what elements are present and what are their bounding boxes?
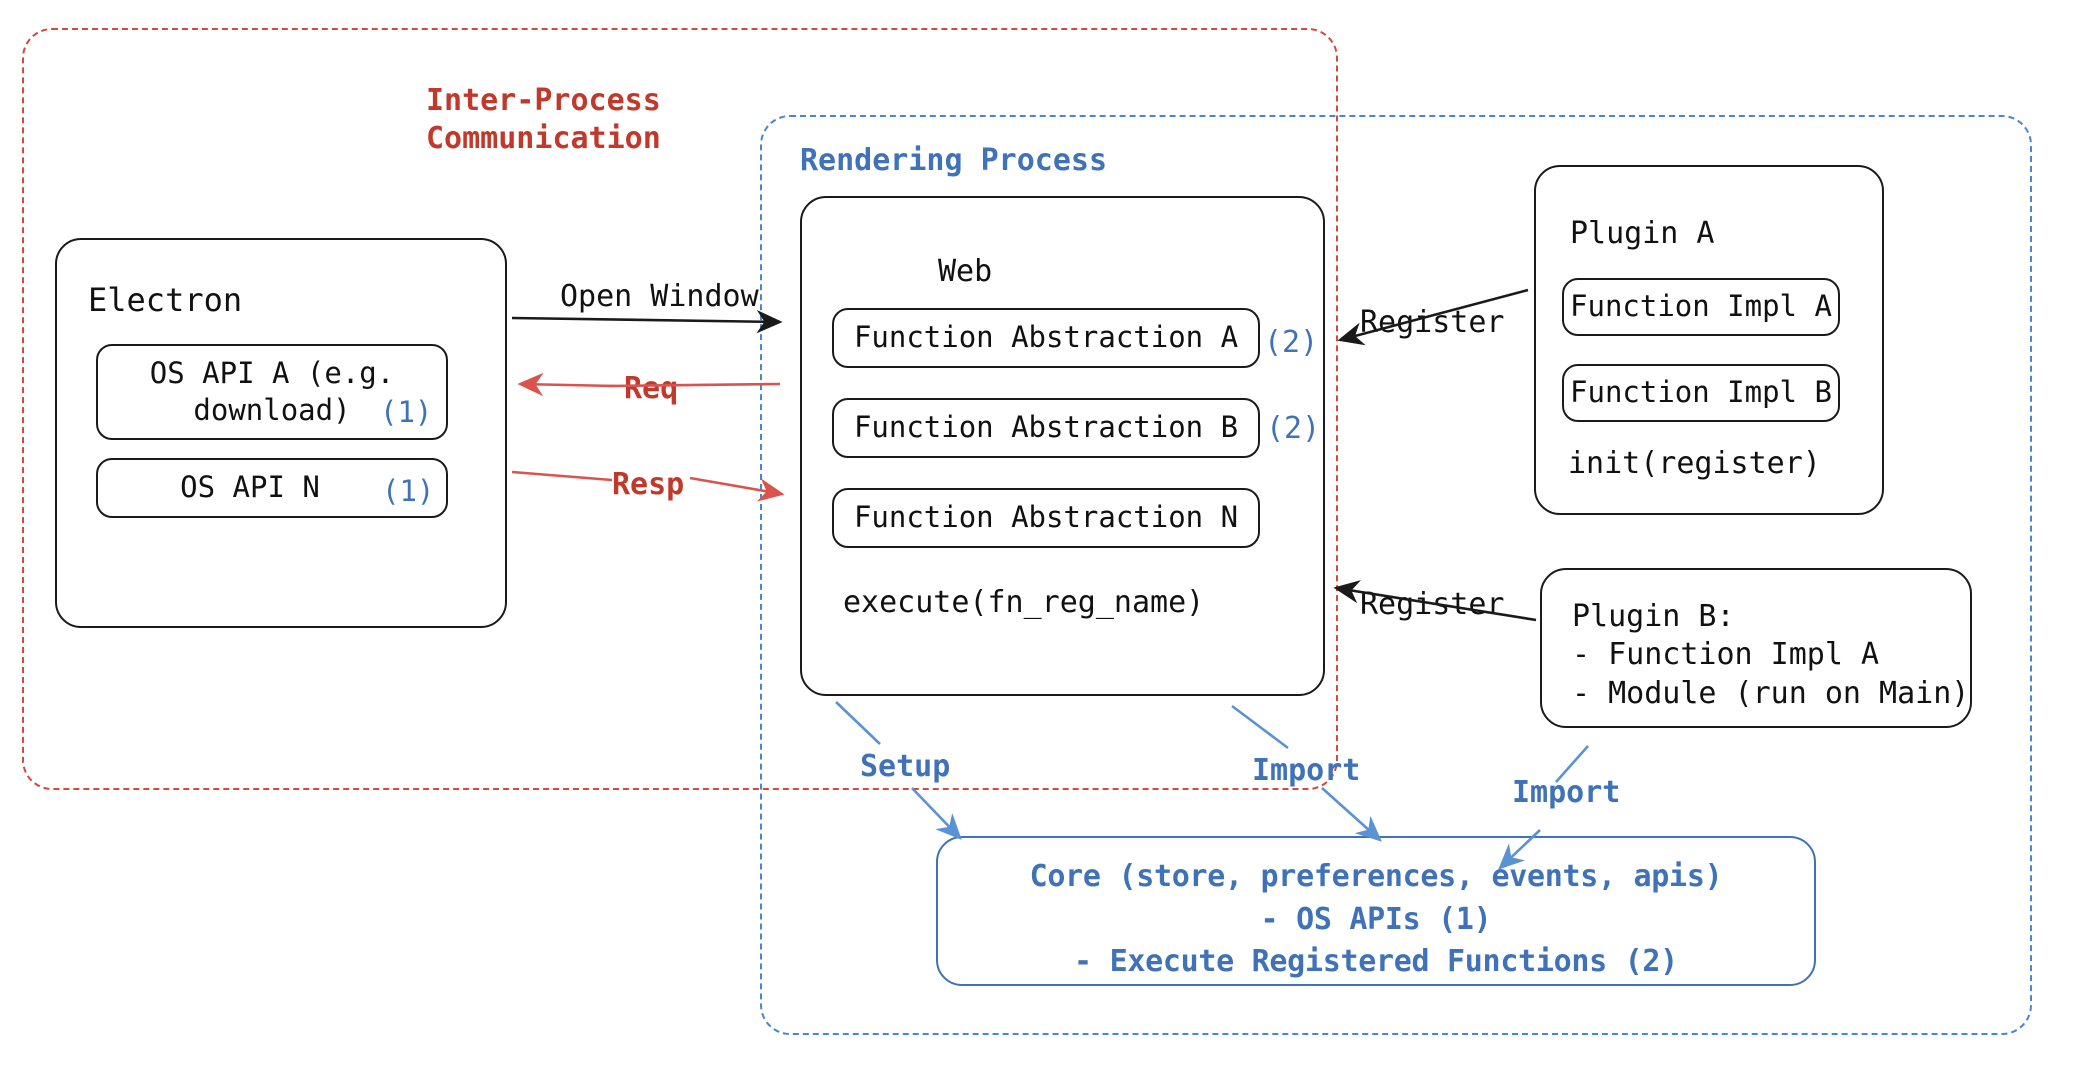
- rendering-process-region-label: Rendering Process: [800, 143, 1108, 178]
- plugin-a-function-impl-a-label: Function Impl A: [1570, 289, 1832, 324]
- arrow-label-import-web: Import: [1252, 753, 1361, 788]
- ipc-label-line1: Inter-Process: [426, 83, 661, 118]
- web-execute-label: execute(fn_reg_name): [843, 585, 1205, 620]
- os-api-a-label: OS API A (e.g. download): [149, 355, 395, 427]
- arrow-label-setup: Setup: [860, 749, 951, 784]
- os-api-n-label: OS API N: [180, 470, 320, 505]
- plugin-a-function-impl-b-label: Function Impl B: [1570, 375, 1832, 410]
- core-line-1: Core (store, preferences, events, apis): [1029, 859, 1723, 894]
- region-inter-process-communication: [22, 28, 1338, 790]
- core-box: [936, 836, 1816, 986]
- arrow-label-open-window: Open Window: [560, 279, 759, 314]
- plugin-a-init-label: init(register): [1568, 446, 1821, 481]
- core-line-2: - OS APIs (1): [1260, 901, 1492, 937]
- os-api-n-marker: (1): [382, 474, 435, 508]
- plugin-a-title: Plugin A: [1570, 216, 1715, 251]
- function-abstraction-n-label: Function Abstraction N: [853, 500, 1239, 535]
- region-rendering-process: [760, 115, 2032, 1035]
- arrow-label-req: Req: [624, 371, 679, 406]
- plugin-b-line-1: - Function Impl A: [1572, 637, 1880, 673]
- core-line-3: - Execute Registered Functions (2): [1074, 944, 1678, 980]
- function-abstraction-a-marker: (2): [1264, 325, 1319, 360]
- core-text: Core (store, preferences, events, apis) -…: [936, 856, 1816, 984]
- function-abstraction-n-box[interactable]: Function Abstraction N: [832, 488, 1260, 548]
- plugin-a-box: [1534, 165, 1884, 515]
- plugin-a-function-impl-a-box[interactable]: Function Impl A: [1562, 278, 1840, 336]
- web-title: Web: [938, 254, 993, 289]
- plugin-b-box: [1540, 568, 1972, 728]
- os-api-n-box[interactable]: OS API N: [96, 458, 448, 518]
- plugin-b-line-2: - Module (run on Main): [1572, 675, 1970, 711]
- function-abstraction-b-box[interactable]: Function Abstraction B: [832, 398, 1260, 458]
- arrow-label-resp: Resp: [612, 467, 685, 502]
- function-abstraction-a-box[interactable]: Function Abstraction A: [832, 308, 1260, 368]
- plugin-b-title: Plugin B:: [1572, 599, 1735, 634]
- function-abstraction-a-label: Function Abstraction A: [853, 320, 1239, 355]
- os-api-a-marker: (1): [380, 395, 433, 429]
- electron-title: Electron: [88, 281, 243, 319]
- arrow-label-register-bottom: Register: [1360, 587, 1505, 622]
- function-abstraction-b-marker: (2): [1266, 411, 1321, 446]
- os-api-a-box[interactable]: OS API A (e.g. download): [96, 344, 448, 440]
- plugin-b-text: Plugin B:- Function Impl A- Module (run …: [1572, 598, 1969, 713]
- plugin-a-function-impl-b-box[interactable]: Function Impl B: [1562, 364, 1840, 422]
- arrow-label-register-top: Register: [1360, 305, 1505, 340]
- function-abstraction-b-label: Function Abstraction B: [853, 410, 1239, 445]
- ipc-label-line2: Communication: [426, 121, 661, 157]
- arrow-label-import-plugin-b: Import: [1512, 775, 1621, 810]
